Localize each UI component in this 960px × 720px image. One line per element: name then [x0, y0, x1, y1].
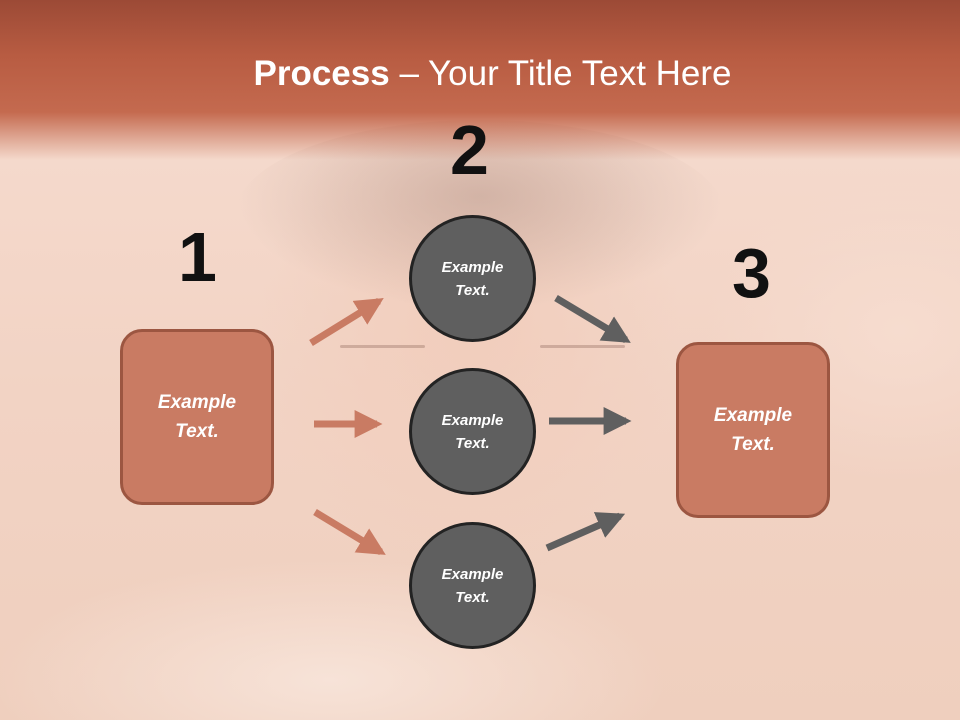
step-number-2: 2	[450, 111, 489, 189]
left-process-box[interactable]: Example Text.	[120, 329, 274, 505]
right-process-box[interactable]: Example Text.	[676, 342, 830, 518]
right-box-label: Example Text.	[713, 405, 793, 455]
title-bold: Process	[253, 54, 390, 93]
circle-bottom-label: Example Text.	[441, 565, 504, 606]
header-band	[0, 0, 960, 160]
arrow-left-to-bottom	[313, 509, 386, 555]
circle-middle[interactable]: Example Text.	[409, 368, 536, 495]
arrow-left-to-top	[309, 298, 384, 346]
circle-top[interactable]: Example Text.	[409, 215, 536, 342]
circle-bottom[interactable]: Example Text.	[409, 522, 536, 649]
step-number-3: 3	[732, 234, 771, 312]
background-eye-left	[340, 345, 425, 348]
background-eye-right	[540, 345, 625, 348]
arrow-bottom-to-right	[545, 512, 626, 552]
circle-top-label: Example Text.	[441, 258, 504, 299]
step-number-1: 1	[178, 218, 217, 296]
title-rest: – Your Title Text Here	[389, 54, 732, 93]
left-box-label: Example Text.	[157, 392, 237, 442]
slide-title: Process – Your Title Text Here	[0, 52, 960, 96]
arrow-top-to-right	[554, 294, 631, 344]
circle-middle-label: Example Text.	[441, 411, 504, 452]
